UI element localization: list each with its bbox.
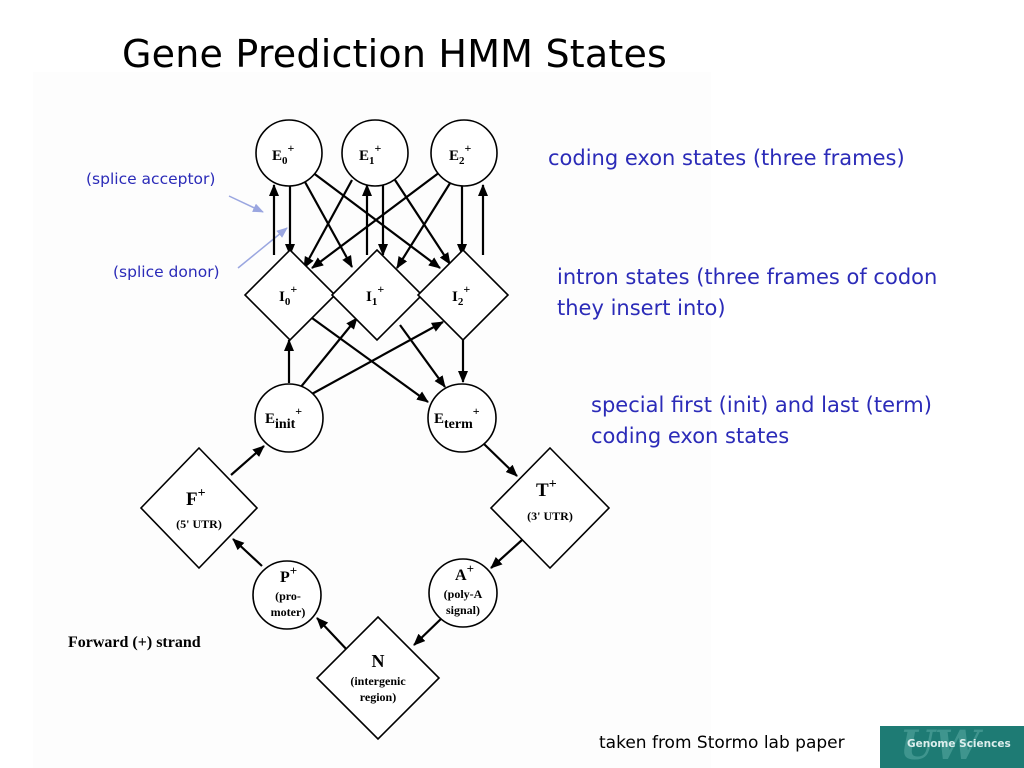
state-e0-circle: [255, 119, 323, 187]
splice-donor-pointer: [237, 227, 288, 269]
state-p-label: P+: [280, 563, 297, 586]
splice-acceptor-annotation: (splice acceptor): [86, 170, 216, 188]
note-intron-states-line2: they insert into): [557, 296, 726, 320]
state-e0-label: E0+: [272, 141, 295, 167]
arrow-p-to-f: [232, 538, 263, 567]
arrow-t-to-a: [490, 539, 523, 569]
uw-genome-sciences-logo: UW Genome Sciences: [880, 726, 1024, 768]
state-n-desc-line2: region): [360, 690, 396, 704]
state-i0-label: I0+: [279, 282, 297, 308]
strand-label: Forward (+) strand: [68, 634, 201, 651]
uw-logo-mark: UW: [900, 726, 980, 768]
note-special-states-line1: special first (init) and last (term): [591, 393, 932, 417]
splice-donor-annotation: (splice donor): [113, 263, 220, 281]
state-a-circle: [428, 558, 498, 628]
state-p-desc-line2: moter): [271, 605, 306, 619]
state-i1-label: I1+: [366, 282, 384, 308]
state-e2-label: E2+: [449, 141, 472, 167]
arrow-a-to-n: [413, 615, 445, 646]
arrow-e1-to-i0: [303, 179, 353, 269]
note-special-states-line2: coding exon states: [591, 424, 790, 448]
state-i0-diamond: [243, 248, 337, 342]
transition-arrows: [230, 171, 523, 653]
state-f-diamond: [139, 446, 259, 570]
source-credit: taken from Stormo lab paper: [599, 733, 845, 753]
state-f-label: F+: [186, 486, 206, 510]
arrow-e2-to-i0: [311, 171, 441, 269]
state-t-diamond: [489, 446, 611, 570]
state-p-desc-line1: (pro-: [275, 589, 301, 603]
state-t-desc: (3' UTR): [527, 509, 573, 523]
arrow-n-to-p: [316, 617, 350, 653]
arrow-einit-to-i1: [299, 317, 358, 389]
splice-acceptor-pointer: [228, 195, 264, 213]
arrow-e2-to-i1: [396, 179, 453, 269]
state-i2-label: I2+: [452, 282, 470, 308]
state-n-diamond: [315, 615, 441, 741]
note-intron-states-line1: intron states (three frames of codon: [557, 265, 938, 289]
state-einit-circle: [254, 383, 324, 453]
state-i1-diamond: [330, 248, 424, 342]
state-eterm-circle: [427, 383, 497, 453]
arrow-eterm-to-t: [483, 443, 518, 477]
uw-logo-text: Genome Sciences: [907, 738, 1011, 750]
arrow-e1-to-i2: [394, 179, 451, 265]
state-e1-label: E1+: [359, 141, 382, 167]
state-e1-circle: [341, 119, 409, 187]
slide-title: Gene Prediction HMM States: [122, 32, 668, 76]
state-a-desc-line1: (poly-A: [444, 587, 483, 601]
state-eterm-label: Eterm+: [434, 404, 480, 432]
state-e2-circle: [430, 119, 498, 187]
state-n-label: N: [372, 651, 385, 671]
arrow-i1-to-eterm: [399, 324, 446, 388]
arrow-f-to-einit: [230, 445, 265, 476]
state-a-label: A+: [455, 561, 474, 584]
state-n-desc-line1: (intergenic: [350, 674, 406, 688]
state-a-desc-line2: signal): [446, 603, 480, 617]
note-exon-states: coding exon states (three frames): [548, 146, 905, 170]
state-p-circle: [252, 560, 322, 630]
state-einit-label: Einit+: [265, 404, 302, 432]
state-f-desc: (5' UTR): [176, 517, 222, 531]
arrow-i0-to-eterm: [311, 317, 429, 403]
state-t-label: T+: [536, 477, 557, 501]
arrow-einit-to-i2: [309, 321, 444, 396]
state-i2-diamond: [416, 248, 510, 342]
